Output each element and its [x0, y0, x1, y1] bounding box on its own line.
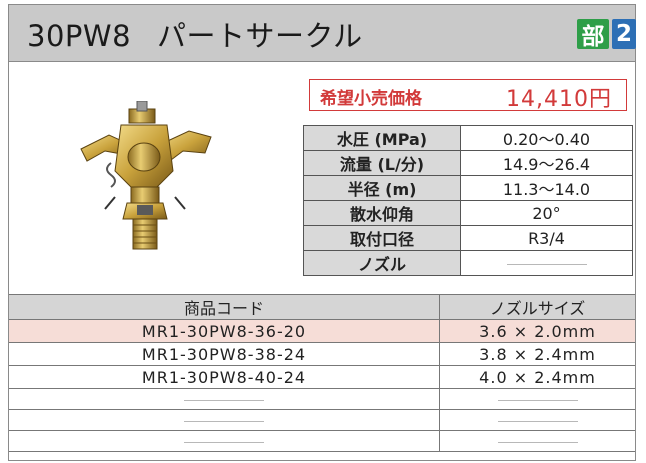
product-title: 30PW8 パートサークル — [27, 13, 363, 55]
empty-cell — [9, 409, 440, 431]
nozzle-size: 4.0 × 2.4mm — [439, 365, 635, 389]
retail-price-value: 14,410円 — [506, 87, 612, 112]
spec-label: ノズル — [303, 250, 461, 276]
nozzle-size: 3.6 × 2.0mm — [439, 319, 635, 343]
model-number: 30PW8 — [27, 19, 132, 53]
empty-cell — [9, 430, 440, 452]
column-header-nozzle: ノズルサイズ — [439, 294, 635, 320]
product-code: MR1-30PW8-36-20 — [9, 319, 440, 343]
spec-value: 11.3～14.0 — [460, 175, 633, 201]
product-code-table: 商品コード ノズルサイズ MR1-30PW8-36-20 3.6 × 2.0mm… — [9, 294, 635, 452]
empty-dash — [184, 420, 264, 422]
table-row-empty — [9, 430, 635, 452]
spec-row-flow: 流量 (L/分) 14.9～26.4 — [303, 150, 633, 176]
spec-value: R3/4 — [460, 225, 633, 251]
table-row: MR1-30PW8-40-24 4.0 × 2.4mm — [9, 365, 635, 389]
spec-label: 散水仰角 — [303, 200, 461, 226]
spec-label: 流量 (L/分) — [303, 150, 461, 176]
spec-label: 水圧 (MPa) — [303, 125, 461, 151]
spec-value: 20° — [460, 200, 633, 226]
spec-value-empty — [460, 250, 633, 276]
column-header-code: 商品コード — [9, 294, 440, 320]
spec-row-connection: 取付口径 R3/4 — [303, 225, 633, 251]
spec-table: 水圧 (MPa) 0.20～0.40 流量 (L/分) 14.9～26.4 半径… — [303, 125, 633, 276]
product-card: 30PW8 パートサークル 部 2 — [8, 4, 636, 461]
empty-cell — [439, 409, 635, 431]
spec-row-angle: 散水仰角 20° — [303, 200, 633, 226]
table-row: MR1-30PW8-38-24 3.8 × 2.4mm — [9, 342, 635, 366]
spec-row-radius: 半径 (m) 11.3～14.0 — [303, 175, 633, 201]
empty-dash — [497, 420, 578, 422]
empty-dash — [184, 399, 264, 401]
empty-dash — [497, 399, 578, 401]
category-number-badge: 2 — [612, 19, 636, 49]
spec-label: 半径 (m) — [303, 175, 461, 201]
product-name: パートサークル — [157, 19, 363, 53]
spec-row-pressure: 水圧 (MPa) 0.20～0.40 — [303, 125, 633, 151]
retail-price-box: 希望小売価格 14,410円 — [309, 79, 627, 112]
product-code: MR1-30PW8-38-24 — [9, 342, 440, 366]
sprinkler-image — [80, 101, 212, 250]
empty-dash — [497, 441, 578, 443]
empty-dash — [184, 441, 264, 443]
table-row: MR1-30PW8-36-20 3.6 × 2.0mm — [9, 319, 635, 343]
table-row-empty — [9, 388, 635, 410]
empty-dash — [506, 263, 587, 265]
empty-cell — [439, 430, 635, 452]
retail-price-label: 希望小売価格 — [320, 89, 422, 109]
table-row-empty — [9, 409, 635, 431]
category-badge: 部 — [577, 19, 609, 50]
spec-value: 14.9～26.4 — [460, 150, 633, 176]
nozzle-size: 3.8 × 2.4mm — [439, 342, 635, 366]
spec-label: 取付口径 — [303, 225, 461, 251]
spec-value: 0.20～0.40 — [460, 125, 633, 151]
product-code: MR1-30PW8-40-24 — [9, 365, 440, 389]
empty-cell — [9, 388, 440, 410]
header-bar: 30PW8 パートサークル 部 2 — [9, 5, 636, 62]
table-header-row: 商品コード ノズルサイズ — [9, 294, 635, 320]
empty-cell — [439, 388, 635, 410]
spec-row-nozzle: ノズル — [303, 250, 633, 276]
